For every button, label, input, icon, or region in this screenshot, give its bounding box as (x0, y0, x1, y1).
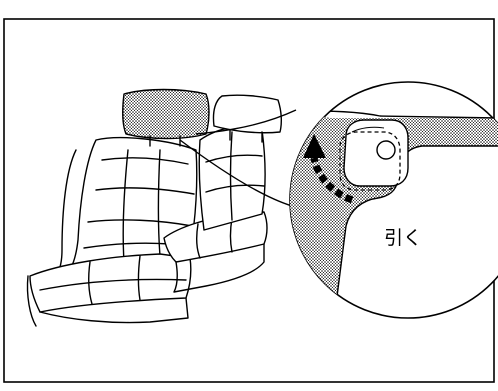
left-seat-cushion (30, 254, 191, 312)
headrest-release-knob (344, 120, 408, 186)
knob-hole (377, 141, 395, 159)
headrest-shaded (123, 90, 209, 139)
magnifier-detail: 引く (290, 82, 498, 330)
right-headrest (213, 95, 281, 133)
pull-label: 引く (384, 227, 422, 249)
seat-group (27, 90, 281, 327)
